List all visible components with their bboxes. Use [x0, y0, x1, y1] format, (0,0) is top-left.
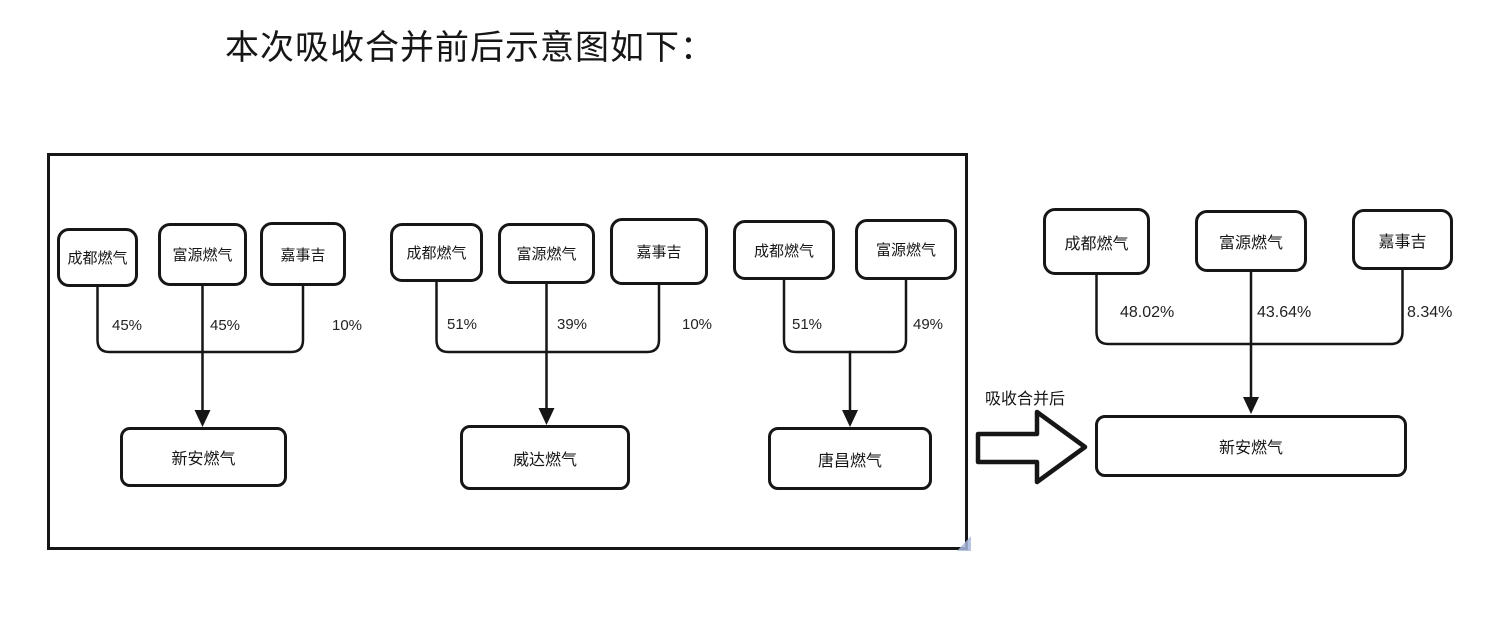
g4-arrowhead-icon [1243, 397, 1259, 414]
entity-label: 富源燃气 [516, 246, 577, 263]
entity-box-g3-target-tangchang: 唐昌燃气 [768, 427, 932, 490]
entity-box-after-target-xinan: 新安燃气 [1095, 415, 1407, 477]
entity-box-after-chengdu: 成都燃气 [1043, 208, 1150, 275]
entity-label: 富源燃气 [1218, 235, 1283, 252]
entity-box-g2-jiashiji: 嘉事吉 [610, 218, 708, 285]
entity-label: 成都燃气 [67, 250, 128, 267]
entity-box-g1-jiashiji: 嘉事吉 [260, 222, 346, 286]
share-label-after-2: 43.64% [1257, 304, 1312, 321]
entity-label: 富源燃气 [172, 247, 233, 264]
entity-box-g1-target-xinan: 新安燃气 [120, 427, 287, 487]
entity-box-g1-chengdu: 成都燃气 [57, 228, 138, 287]
share-label-g1-2: 45% [210, 317, 241, 334]
entity-box-after-jiashiji: 嘉事吉 [1352, 209, 1453, 270]
entity-label: 成都燃气 [753, 242, 814, 260]
share-label-g2-2: 39% [557, 316, 588, 333]
page-title: 本次吸收合并前后示意图如下： [225, 30, 715, 67]
transition-arrow-label: 吸收合并后 [985, 391, 1066, 408]
share-label-g1-1: 45% [112, 317, 143, 334]
share-label-g2-3: 10% [682, 316, 713, 333]
entity-label: 新安燃气 [1218, 440, 1283, 457]
entity-label: 成都燃气 [1064, 235, 1129, 253]
share-label-after-1: 48.02% [1120, 304, 1175, 321]
entity-box-g2-target-weida: 威达燃气 [460, 425, 630, 490]
share-label-g3-1: 51% [792, 316, 823, 333]
entity-label: 唐昌燃气 [817, 452, 882, 470]
share-label-g2-1: 51% [447, 316, 478, 333]
entity-label: 嘉事吉 [636, 244, 682, 261]
before-merger-panel [47, 153, 968, 550]
entity-label: 嘉事吉 [280, 246, 326, 264]
entity-box-g3-fuyuan: 富源燃气 [855, 219, 957, 280]
share-label-after-3: 8.34% [1407, 304, 1453, 321]
corner-artifact [957, 536, 971, 551]
entity-box-after-fuyuan: 富源燃气 [1195, 210, 1307, 272]
entity-box-g1-fuyuan: 富源燃气 [158, 223, 247, 286]
entity-box-g3-chengdu: 成都燃气 [733, 220, 835, 280]
share-label-g3-2: 49% [913, 316, 944, 333]
entity-box-g2-chengdu: 成都燃气 [390, 223, 483, 282]
entity-label: 威达燃气 [512, 451, 577, 469]
entity-label: 富源燃气 [875, 242, 936, 259]
entity-label: 新安燃气 [171, 451, 236, 468]
transition-block-arrow-icon [975, 409, 1088, 485]
entity-label: 嘉事吉 [1378, 233, 1427, 251]
entity-box-g2-fuyuan: 富源燃气 [498, 223, 595, 284]
entity-label: 成都燃气 [406, 245, 467, 262]
share-label-g1-3: 10% [332, 317, 363, 334]
